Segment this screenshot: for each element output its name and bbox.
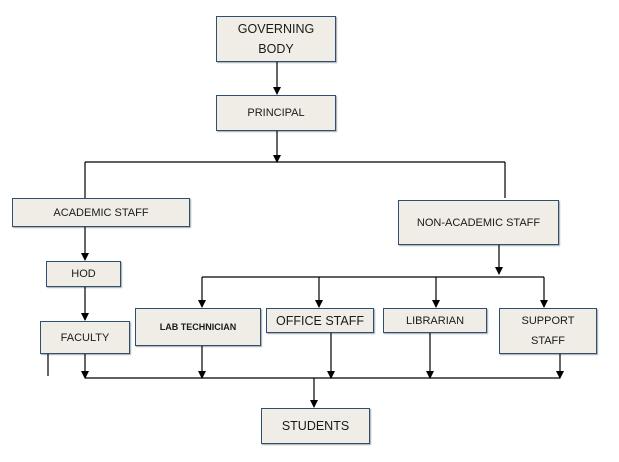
students-box: STUDENTS xyxy=(261,408,370,444)
non-academic-staff-box: NON-ACADEMIC STAFF xyxy=(398,200,559,245)
principal-label: PRINCIPAL xyxy=(247,107,305,119)
office-staff-label: OFFICE STAFF xyxy=(276,313,364,328)
support-staff-box: SUPPORT STAFF xyxy=(499,308,597,354)
non-academic-staff-label: NON-ACADEMIC STAFF xyxy=(416,216,541,229)
faculty-box: FACULTY xyxy=(40,321,130,354)
governing-body-box: GOVERNING BODY xyxy=(216,16,336,62)
office-staff-box: OFFICE STAFF xyxy=(266,308,374,333)
governing-body-label: GOVERNING BODY xyxy=(237,22,315,56)
students-label: STUDENTS xyxy=(281,419,350,433)
principal-box: PRINCIPAL xyxy=(216,95,336,131)
academic-staff-box: ACADEMIC STAFF xyxy=(12,198,190,227)
librarian-label: LIBRARIAN xyxy=(405,314,465,327)
lab-technician-box: LAB TECHNICIAN xyxy=(135,308,261,346)
lab-technician-label: LAB TECHNICIAN xyxy=(159,322,237,332)
hod-label: HOD xyxy=(71,268,96,280)
librarian-box: LIBRARIAN xyxy=(383,308,487,333)
faculty-label: FACULTY xyxy=(60,331,110,344)
hod-box: HOD xyxy=(46,261,121,287)
support-staff-label: SUPPORT STAFF xyxy=(521,315,575,347)
academic-staff-label: ACADEMIC STAFF xyxy=(53,206,149,219)
